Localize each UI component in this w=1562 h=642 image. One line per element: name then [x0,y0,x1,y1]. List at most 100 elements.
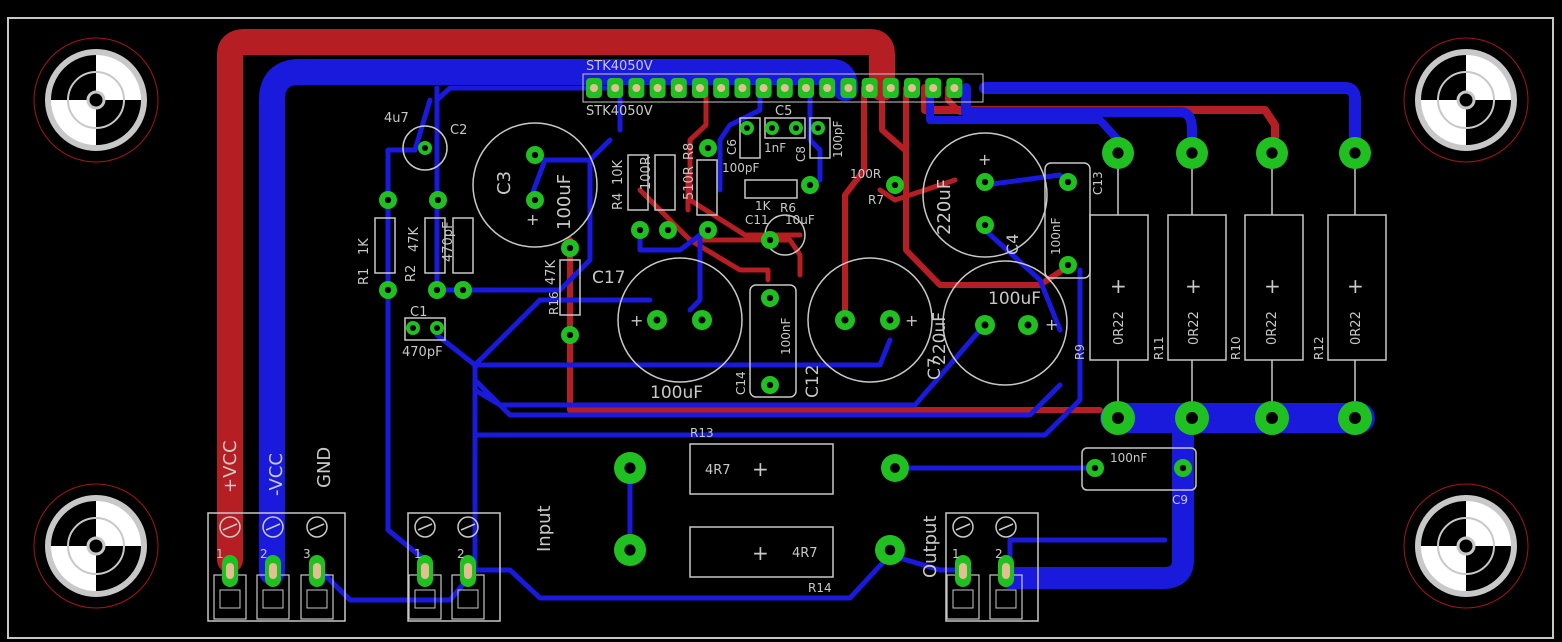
r16-name: R16 [547,291,561,315]
r1-name: R1 [357,268,372,285]
mounting-hole-bottom-right [1403,483,1529,609]
r9-name: R9 [1073,344,1087,360]
gnd-label: GND [314,447,335,488]
pad [429,191,447,209]
c12-value: 220uF [930,312,950,365]
mounting-hole-bottom-left [33,483,159,609]
c6-name: C6 [725,139,739,155]
r6-name: R6 [780,201,796,215]
mounting-hole-top-left [33,37,159,163]
r14-value: 4R7 [792,546,818,561]
c7-name: C7 [925,357,945,380]
c17-name: C17 [592,268,626,288]
pad [976,216,994,234]
tb-output-pin2: 2 [995,547,1003,561]
pad [379,191,397,209]
r11-name: R11 [1152,336,1166,360]
tb-input-pin1: 1 [414,547,422,561]
pad [1018,315,1038,335]
c17-value: 100uF [650,383,703,403]
stk-pin-pad [670,78,687,98]
stk-pin-pad [692,78,708,98]
pad [1102,137,1134,169]
c4-name: C4 [1003,234,1022,255]
stk4050v-pin-header [582,73,984,103]
c13-name: C13 [1091,171,1105,195]
stk-pin-pad [861,78,878,98]
pad [1059,256,1077,274]
stk-pin-pad [607,78,624,98]
r12-value: 0R22 [1349,311,1364,345]
pad [811,121,825,135]
pad [886,176,904,194]
stk-pin-pad [904,78,920,98]
pad [1101,401,1135,435]
r10-value: 0R22 [1265,311,1280,345]
r7-name: R7 [868,193,884,207]
plus-vcc-rail-trace [217,29,895,573]
component-pads [379,121,1372,566]
plus-vcc-label: +VCC [220,440,241,493]
c1-value: 470pF [402,345,443,360]
pad [765,121,779,135]
pad [881,454,909,482]
c2-name: C2 [450,123,467,138]
r14-plus: + [752,541,769,565]
r6-value: 1K [755,199,772,213]
pad [789,121,803,135]
minus-vcc-rail-trace [259,59,858,585]
r4-value: 10K [611,159,626,185]
c3-name: C3 [494,171,515,195]
pad [975,315,995,335]
minus-vcc-label: -VCC [266,453,287,496]
c9-value: 100nF [1110,451,1148,465]
pad [880,310,900,330]
c13-value: 100nF [1049,217,1063,255]
r8-name: R8 [682,143,697,160]
c3-value: 100uF [554,174,575,230]
pad [614,534,646,566]
pad [761,376,779,394]
r13-name: R13 [690,426,714,440]
c14-value: 100nF [779,317,793,355]
r8-value: 510R [682,166,697,200]
terminal-screw [256,516,290,620]
pad [418,141,432,155]
c12-name: C12 [803,364,823,398]
pad [631,221,649,239]
r12-name: R12 [1312,336,1326,360]
terminal-screw [946,516,980,620]
pad [699,221,717,239]
silkscreen-text: STK4050V STK4050V 4u7 C2 C3 100uF + 1K R… [216,59,1364,595]
c9-name: C9 [1172,493,1188,507]
pad [1338,401,1372,435]
pad [1174,459,1192,477]
c2-value: 4u7 [384,111,409,126]
c4-plus: + [978,150,991,169]
stk-pin-pad [925,78,942,98]
pad [526,146,544,164]
pad [801,176,819,194]
r4-name: R4 [611,193,626,210]
pad [1086,459,1104,477]
pad [1176,137,1208,169]
input-label: Input [534,505,555,552]
stk-pin-pad [946,78,963,98]
pad [454,281,472,299]
r10-plus: + [1264,274,1281,298]
c8-value: 100pF [831,120,845,158]
c10-value: 100pF [722,161,760,175]
pad [1175,401,1209,435]
stk-pin-pad [882,78,899,98]
pad [1059,173,1077,191]
r5-value: 100R [639,156,654,190]
c3-plus: + [526,210,539,229]
pad [614,452,646,484]
c11-value: 10uF [785,213,815,227]
pad [1256,137,1288,169]
pad [561,239,579,257]
pad [379,281,397,299]
terminal-screw [213,516,247,620]
r13-value: 4R7 [705,463,731,478]
